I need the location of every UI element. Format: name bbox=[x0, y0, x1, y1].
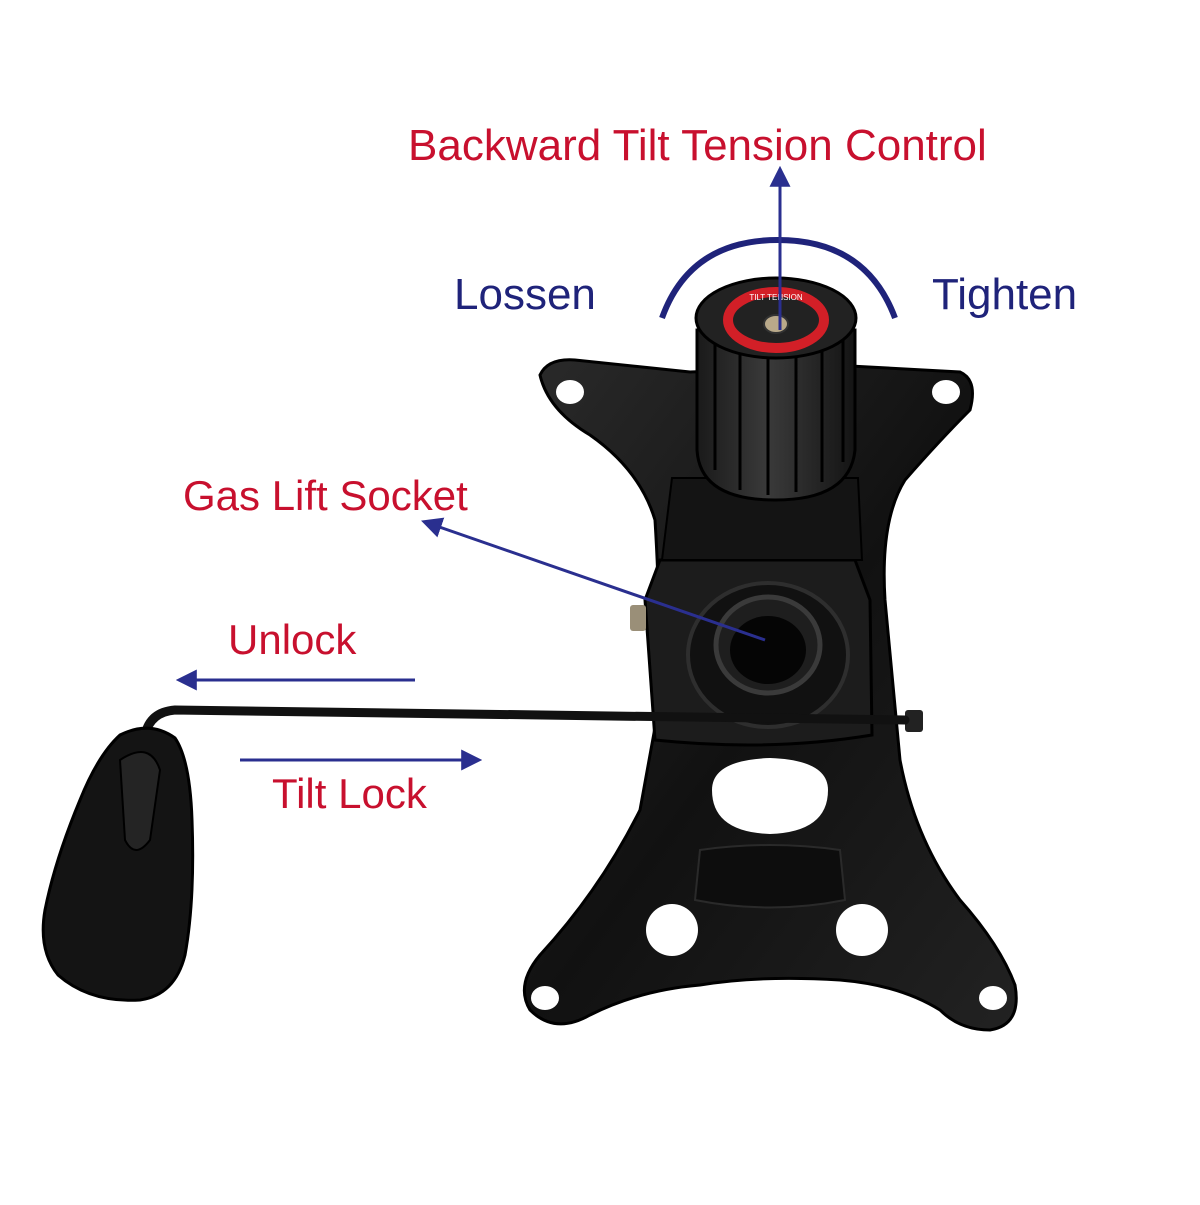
gas-lift-socket-label: Gas Lift Socket bbox=[183, 472, 468, 519]
plate-hole bbox=[646, 904, 698, 956]
mount-hole bbox=[531, 986, 559, 1010]
plate-rib bbox=[693, 844, 847, 909]
plate-hole bbox=[836, 904, 888, 956]
unlock-label: Unlock bbox=[228, 616, 357, 663]
tilt-lever-paddle bbox=[41, 726, 195, 1002]
tighten-label: Tighten bbox=[932, 270, 1078, 319]
gas-lift-socket-bore bbox=[730, 616, 806, 684]
mount-hole bbox=[932, 380, 960, 404]
gas-lift-socket-arrow bbox=[421, 517, 766, 642]
center-cutout bbox=[712, 758, 828, 834]
tension-rotation-arc bbox=[659, 236, 898, 320]
knob-ring-text: TILT TENSION bbox=[749, 293, 803, 302]
mount-hole bbox=[979, 986, 1007, 1010]
knob-body bbox=[695, 328, 857, 502]
knob-grip-lines bbox=[713, 338, 845, 495]
tension-control-label: Backward Tilt Tension Control bbox=[408, 121, 987, 170]
tilt-lock-label: Tilt Lock bbox=[272, 770, 427, 817]
mount-hole bbox=[556, 380, 584, 404]
side-bolt bbox=[630, 605, 646, 631]
knob-red-ring bbox=[723, 287, 829, 353]
tilt-lever-paddle-ridge bbox=[118, 751, 162, 851]
loosen-label: Lossen bbox=[454, 270, 596, 319]
rod-end-nut bbox=[905, 710, 923, 732]
knob-center-bolt bbox=[763, 314, 789, 334]
